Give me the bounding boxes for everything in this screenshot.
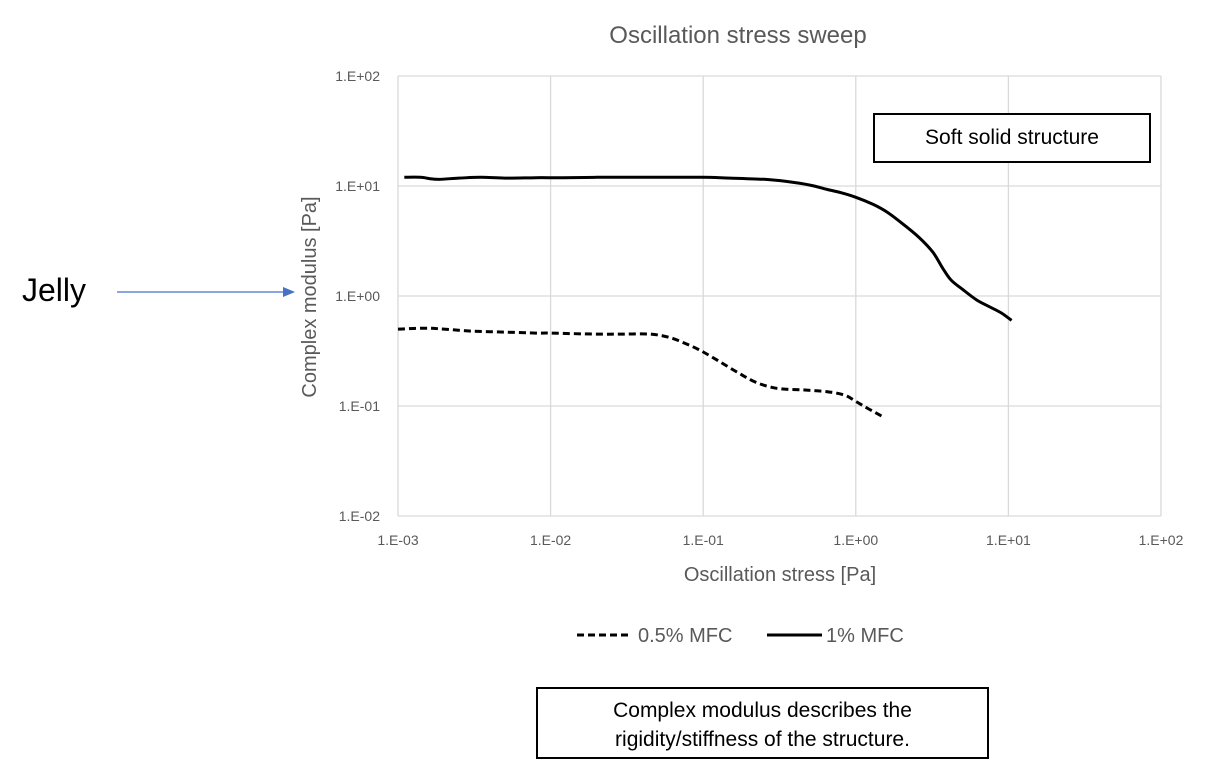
series-line-1-mfc	[404, 175, 1013, 322]
x-tick-labels: 1.E-03 1.E-02 1.E-01 1.E+00 1.E+01 1.E+02	[377, 532, 1183, 548]
legend-label-0.5-mfc: 0.5% MFC	[638, 625, 732, 647]
y-tick-label: 1.E-01	[339, 398, 380, 414]
x-tick-label: 1.E+00	[833, 532, 878, 548]
y-tick-label: 1.E+00	[335, 288, 380, 304]
arrow-head-icon	[283, 287, 295, 297]
legend-label-1-mfc: 1% MFC	[826, 625, 904, 647]
x-tick-label: 1.E+01	[986, 532, 1031, 548]
complex-modulus-text-line1: Complex modulus describes the	[613, 699, 912, 722]
y-axis-title: Complex modulus [Pa]	[299, 196, 321, 397]
x-tick-label: 1.E-02	[530, 532, 571, 548]
x-axis-title: Oscillation stress [Pa]	[684, 564, 876, 586]
soft-solid-callout: Soft solid structure	[873, 113, 1151, 163]
x-tick-label: 1.E-01	[683, 532, 724, 548]
y-tick-label: 1.E+02	[335, 68, 380, 84]
x-tick-label: 1.E+02	[1139, 532, 1184, 548]
series-lines	[397, 175, 1013, 419]
y-tick-label: 1.E-02	[339, 508, 380, 524]
jelly-label: Jelly	[22, 272, 87, 308]
complex-modulus-callout: Complex modulus describes the rigidity/s…	[536, 687, 989, 759]
legend: 0.5% MFC 1% MFC	[577, 625, 904, 647]
grid	[397, 75, 1162, 517]
x-tick-label: 1.E-03	[377, 532, 418, 548]
complex-modulus-text-line2: rigidity/stiffness of the structure.	[615, 728, 910, 751]
series-line-0-5-mfc	[397, 326, 884, 419]
chart-title: Oscillation stress sweep	[609, 22, 866, 49]
jelly-arrow	[117, 287, 295, 297]
y-tick-label: 1.E+01	[335, 178, 380, 194]
y-tick-labels: 1.E+02 1.E+01 1.E+00 1.E-01 1.E-02	[335, 68, 380, 524]
soft-solid-text: Soft solid structure	[925, 126, 1099, 149]
